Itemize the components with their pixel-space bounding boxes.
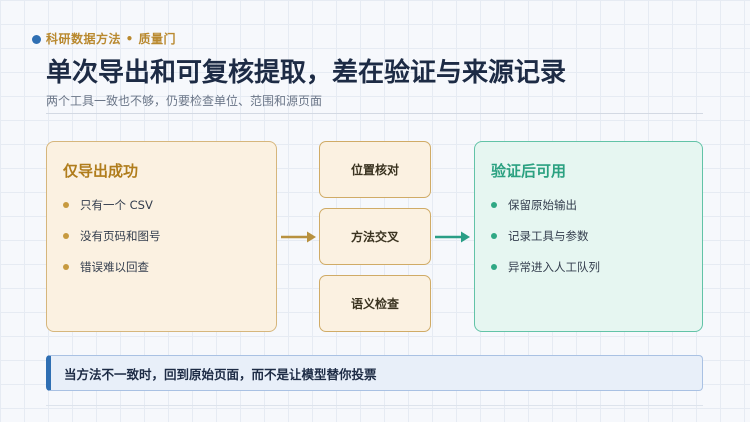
export-only-list: 只有一个 CSV 没有页码和图号 错误难以回查 bbox=[63, 197, 161, 290]
header-marker-dot bbox=[32, 35, 41, 44]
bullet-icon bbox=[63, 263, 69, 270]
bullet-icon bbox=[63, 201, 69, 208]
export-only-title: 仅导出成功 bbox=[63, 162, 139, 180]
list-item-text: 没有页码和图号 bbox=[80, 228, 161, 243]
bullet-icon bbox=[491, 263, 497, 270]
list-item-text: 记录工具与参数 bbox=[508, 228, 589, 243]
page-subtitle: 两个工具一致也不够，仍要检查单位、范围和源页面 bbox=[46, 94, 323, 108]
list-item: 异常进入人工队列 bbox=[491, 259, 600, 274]
verified-list: 保留原始输出 记录工具与参数 异常进入人工队列 bbox=[491, 197, 600, 290]
bullet-icon bbox=[491, 201, 497, 208]
list-item-text: 异常进入人工队列 bbox=[508, 259, 600, 274]
page-title: 单次导出和可复核提取，差在验证与来源记录 bbox=[46, 58, 567, 88]
step-semantic-check: 语义检查 bbox=[319, 275, 431, 332]
list-item: 只有一个 CSV bbox=[63, 197, 161, 212]
list-item-text: 只有一个 CSV bbox=[80, 197, 153, 212]
takeaway-callout: 当方法不一致时，回到原始页面，而不是让模型替你投票 bbox=[46, 355, 703, 391]
list-item: 记录工具与参数 bbox=[491, 228, 600, 243]
header-divider bbox=[46, 113, 703, 114]
export-only-card: 仅导出成功 只有一个 CSV 没有页码和图号 错误难以回查 bbox=[46, 141, 277, 332]
list-item: 没有页码和图号 bbox=[63, 228, 161, 243]
list-item: 保留原始输出 bbox=[491, 197, 600, 212]
list-item-text: 保留原始输出 bbox=[508, 197, 577, 212]
right-arrow-icon bbox=[435, 231, 470, 243]
bullet-icon bbox=[63, 232, 69, 239]
footer-divider bbox=[46, 405, 703, 406]
verified-card: 验证后可用 保留原始输出 记录工具与参数 异常进入人工队列 bbox=[474, 141, 703, 332]
bullet-icon bbox=[491, 232, 497, 239]
list-item: 错误难以回查 bbox=[63, 259, 161, 274]
callout-text: 当方法不一致时，回到原始页面，而不是让模型替你投票 bbox=[64, 366, 377, 382]
verified-title: 验证后可用 bbox=[491, 162, 567, 180]
list-item-text: 错误难以回查 bbox=[80, 259, 149, 274]
step-position-check: 位置核对 bbox=[319, 141, 431, 198]
step-method-cross: 方法交叉 bbox=[319, 208, 431, 265]
right-arrow-icon bbox=[281, 231, 316, 243]
eyebrow-label: 科研数据方法 • 质量门 bbox=[46, 32, 177, 46]
